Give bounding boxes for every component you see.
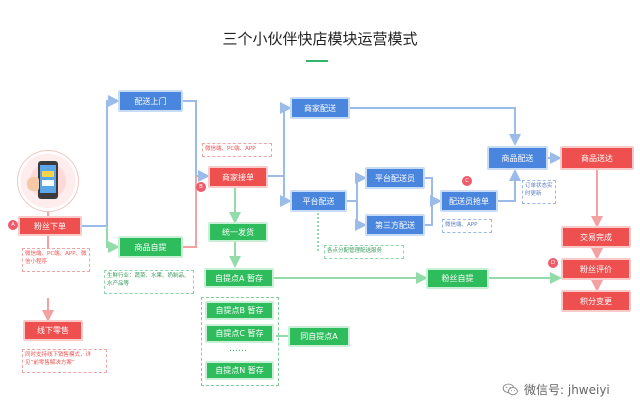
watermark-text: 微信号: jhweiyi <box>524 383 610 397</box>
offline-sale-note: 同时支持线下销售模式，详见“前零售解决方案” <box>22 349 107 373</box>
pickup-industries-note: 生鲜行业：蔬菜、水果、奶制品、水产品等 <box>104 270 194 294</box>
order-status-note: 订单状态实时更新 <box>522 180 556 204</box>
wechat-icon <box>502 383 518 396</box>
separate-delivery-note: 各点分配管理配送服务 <box>324 245 404 259</box>
fans-pickup-node: 粉丝自提 <box>426 268 489 289</box>
badge-b: B <box>196 182 206 192</box>
order-channels-note: 微信端、PC端、APP、微信小程序 <box>22 248 90 272</box>
courier-grab-node: 配送员抢单 <box>440 190 498 212</box>
badge-a: A <box>8 220 18 230</box>
pickup-b-node: 自提点B 暂存 <box>205 301 274 320</box>
pickup-a-node: 自提点A 暂存 <box>204 268 274 288</box>
offline-sale-node: 线下零售 <box>23 320 83 341</box>
fans-order-node: 粉丝下单 <box>18 216 82 236</box>
points-change-node: 积分变更 <box>561 290 631 312</box>
merchant-accept-node: 商家接单 <box>208 166 268 188</box>
pickup-c-node: 自提点C 暂存 <box>205 324 274 343</box>
page-title: 三个小伙伴快店模块运营模式 <box>222 30 418 48</box>
title-underline <box>306 60 328 62</box>
fans-review-node: 粉丝评价 <box>561 258 631 280</box>
merchant-delivery-node: 商家配送 <box>290 97 350 119</box>
phone-illustration <box>17 150 79 212</box>
merchant-channels-note: 微信端、PC端、APP <box>202 143 272 157</box>
watermark: 微信号: jhweiyi <box>502 381 610 398</box>
pickup-points-group <box>201 297 279 386</box>
platform-courier-node: 平台配送员 <box>365 167 425 189</box>
courier-channels-note: 微信端、APP <box>442 219 492 233</box>
platform-delivery-node: 平台配送 <box>290 190 347 212</box>
pickup-n-node: 自提点N 暂存 <box>205 361 274 380</box>
same-pickup-a-node: 同自提点A <box>288 326 350 347</box>
badge-c: C <box>462 176 472 186</box>
unified-shipping-node: 统一发货 <box>208 222 268 242</box>
goods-arrive-node: 商品送达 <box>560 146 634 170</box>
goods-delivery-node: 商品配送 <box>487 146 548 170</box>
badge-d: D <box>548 258 558 268</box>
delivery-door-node: 配送上门 <box>118 90 183 112</box>
deal-done-node: 交易完成 <box>561 226 631 248</box>
pickup-goods-node: 商品自提 <box>118 236 183 258</box>
pickup-ellipsis: …… <box>229 344 247 354</box>
third-party-delivery-node: 第三方配送 <box>365 214 425 236</box>
